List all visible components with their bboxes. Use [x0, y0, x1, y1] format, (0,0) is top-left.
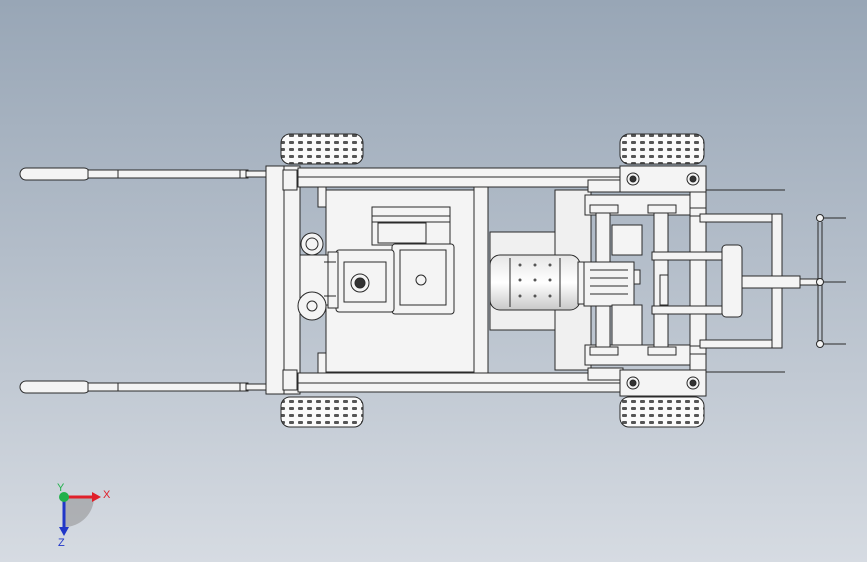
wheel-rear-top — [280, 133, 364, 165]
engine — [297, 206, 455, 321]
front-attachment — [651, 213, 846, 349]
electric-motor — [489, 189, 599, 371]
wheel-front-top — [619, 133, 705, 165]
z-axis-arrowhead — [59, 527, 69, 536]
transmission — [583, 179, 696, 381]
y-axis-label: Y — [57, 482, 65, 494]
x-axis-label: X — [103, 489, 111, 501]
wheel-rear-bottom — [280, 396, 364, 428]
handle-bottom — [19, 380, 269, 394]
handle-top — [19, 167, 269, 181]
z-axis-label: Z — [58, 537, 65, 549]
wheel-front-bottom — [619, 396, 705, 428]
axis-triad: X Y Z — [57, 482, 111, 549]
main-frame — [265, 165, 624, 395]
x-axis-arrowhead — [92, 492, 101, 502]
front-axle — [619, 165, 785, 397]
y-axis-dot — [59, 492, 69, 502]
